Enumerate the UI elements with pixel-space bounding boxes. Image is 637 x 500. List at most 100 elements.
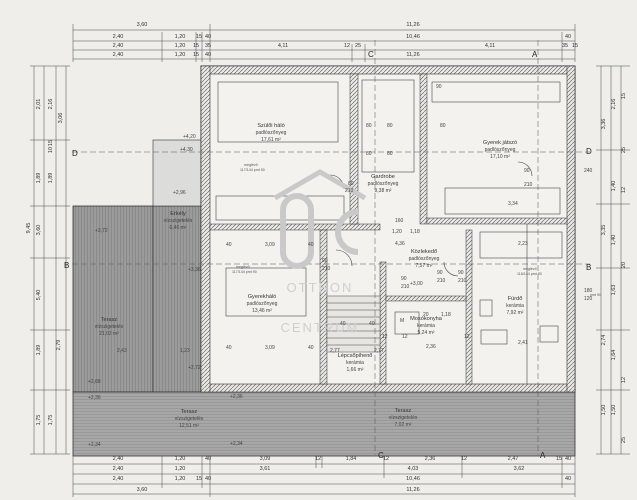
dim-left-label: 15 — [48, 140, 54, 146]
dim-bottom-label: 2,40 — [113, 466, 124, 472]
section-marker-c-bottom: C — [378, 451, 384, 460]
dim-inner-label: 80 — [366, 123, 372, 129]
dim-bottom-label: 12 — [383, 456, 389, 462]
dim-inner-label: 240 — [584, 168, 593, 174]
dim-right-label: 25 — [621, 437, 627, 443]
dim-inner-label: 40 — [369, 321, 375, 327]
fixtures — [215, 79, 563, 384]
watermark-line2: CENTRUM — [281, 320, 360, 335]
room-area-kozlekedo: 7,57 m² — [416, 263, 433, 269]
dim-top-label: 1,20 — [175, 43, 186, 49]
room-floor-terasz3: vízszigetelés — [389, 415, 418, 421]
room-name-terasz3: Terasz — [395, 408, 412, 414]
dim-inner-label: 210 — [345, 188, 354, 194]
door-note: meglévő — [244, 163, 258, 167]
room-floor-terasz2: vízszigetelés — [175, 416, 204, 422]
room-area-erkely: 6,46 m² — [170, 225, 187, 231]
dimension-lines-sides — [30, 65, 630, 455]
dim-inner-label: 4,36 — [395, 241, 405, 247]
dim-left-label: 2,16 — [48, 99, 54, 110]
section-marker-c-top: C — [368, 50, 374, 59]
room-name-lepcso: Lépcsőpihenő — [338, 353, 373, 359]
dim-inner-label: 1,18 — [441, 312, 451, 318]
dim-bottom-label: 12 — [315, 456, 321, 462]
dim-inner-label: 12 — [382, 334, 388, 340]
dim-inner-label: 90 — [524, 168, 530, 174]
dim-top-label: 2,40 — [113, 52, 124, 58]
dim-bottom-label: 15 — [196, 476, 202, 482]
room-area-terasz1: 21,02 m² — [99, 331, 119, 337]
dim-bottom-label: 40 — [205, 476, 211, 482]
dim-inner-label: +3,36 — [188, 267, 201, 273]
door-note: 117/144 pmt 90 — [232, 270, 257, 274]
dim-inner-label: 90 — [458, 270, 464, 276]
dim-bottom-label: 4,03 — [408, 466, 419, 472]
dim-bottom-label: 1,20 — [175, 476, 186, 482]
room-name-terasz1: Terasz — [101, 317, 118, 323]
dim-inner-label: +3,72 — [95, 228, 108, 234]
room-area-gyerekjatszo: 17,10 m² — [490, 154, 510, 160]
dim-top-label: 35 — [562, 43, 568, 49]
dim-inner-label: 80 — [440, 123, 446, 129]
room-floor-lepcso: kerámia — [346, 360, 364, 366]
stairs — [326, 295, 381, 353]
dim-top-label: 15 — [572, 43, 578, 49]
dim-inner-label: 3,09 — [265, 345, 275, 351]
dim-inner-label: 160 — [395, 218, 404, 224]
room-floor-terasz1: vízszigetelés — [95, 324, 124, 330]
terrace-south — [72, 391, 576, 457]
room-area-mosokonyha: 5,24 m² — [418, 330, 435, 336]
dim-bottom-label: 2,40 — [113, 476, 124, 482]
dim-inner-label: +2,68 — [88, 379, 101, 385]
room-area-garderobe: 9,38 m² — [375, 188, 392, 194]
room-area-szuloi: 17,61 m² — [261, 137, 281, 143]
dim-inner-label: 80 — [387, 123, 393, 129]
dim-inner-label: +2,34 — [88, 442, 101, 448]
dim-inner-label: 90 — [401, 276, 407, 282]
dim-inner-label: 210 — [401, 284, 410, 290]
dim-top-label: 40 — [205, 52, 211, 58]
dim-bottom-label: 2,36 — [425, 456, 436, 462]
dim-left-label: 1,75 — [48, 415, 54, 426]
dim-left-label: 3,06 — [58, 113, 64, 124]
room-area-terasz2: 12,51 m² — [179, 423, 199, 429]
dim-inner-label: +2,36 — [88, 395, 101, 401]
dim-right-label: 1,40 — [611, 235, 617, 246]
room-area-gyerekhalo: 13,46 m² — [252, 308, 272, 314]
room-name-gyerekhalo: Gyerekháló — [248, 294, 277, 300]
dim-inner-label: 40 — [340, 321, 346, 327]
dim-bottom-label: 3,61 — [260, 466, 271, 472]
dim-top-label: 2,40 — [113, 34, 124, 40]
dim-bottom-label: 40 — [205, 456, 211, 462]
dim-inner-label: 2,43 — [117, 348, 127, 354]
dim-top-label: 10,46 — [406, 34, 420, 40]
dim-left-label: 9,45 — [26, 223, 32, 234]
dim-top-label: 25 — [355, 43, 361, 49]
dim-inner-label: 2,41 — [518, 340, 528, 346]
dim-right-label: 1,63 — [611, 285, 617, 296]
dim-top-label: 4,11 — [278, 43, 288, 49]
dim-top-label: 4,11 — [485, 43, 495, 49]
room-area-lepcso: 1,66 m² — [347, 367, 364, 373]
dim-top-label: 15 — [196, 34, 202, 40]
dim-bottom-label: 1,84 — [346, 456, 357, 462]
dim-right-label: 2,16 — [611, 99, 617, 110]
dim-inner-label: 12 — [464, 334, 470, 340]
room-floor-erkely: vízszigetelés — [164, 218, 193, 224]
dim-right-label: 1,40 — [611, 181, 617, 192]
dim-inner-label: 90 — [437, 270, 443, 276]
terrace-west-strip — [152, 205, 202, 393]
dim-top-label: 1,20 — [175, 34, 186, 40]
dim-inner-label: 80 — [366, 151, 372, 157]
dim-top-label: 1,20 — [175, 52, 186, 58]
balcony-area — [152, 139, 202, 207]
room-floor-kozlekedo: padlószőnyeg — [409, 256, 440, 262]
dim-bottom-label: 11,26 — [406, 487, 419, 493]
dim-inner-label: 40 — [308, 345, 314, 351]
dim-bottom-label: 2,40 — [113, 456, 124, 462]
dim-bottom-label: 15 — [556, 456, 562, 462]
dim-top-label: 15 — [193, 43, 199, 49]
room-name-szuloi: Szülői háló — [257, 123, 284, 129]
